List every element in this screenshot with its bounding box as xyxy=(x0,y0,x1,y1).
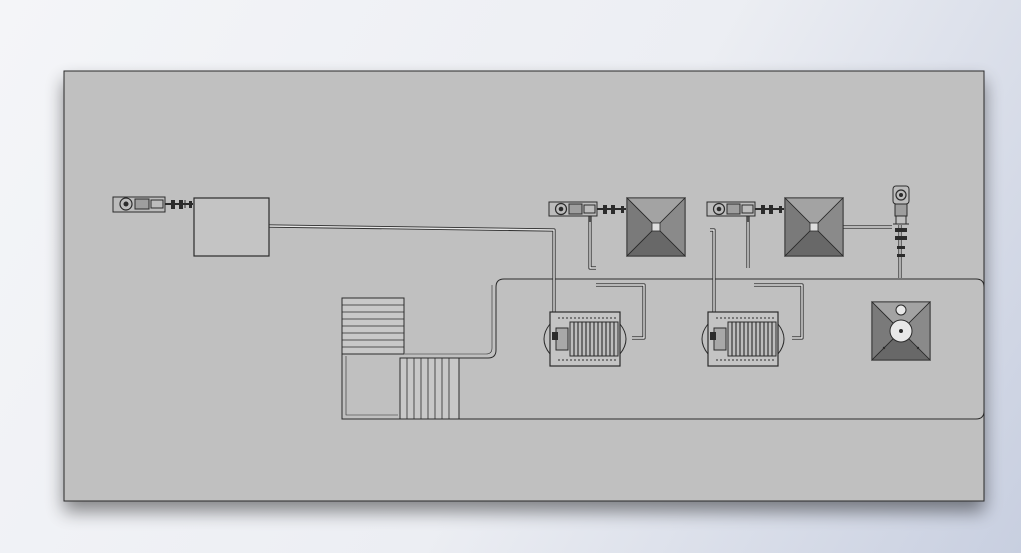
settling-cone xyxy=(871,301,931,361)
feed-pump-3 xyxy=(706,201,784,222)
feed-pump-1 xyxy=(112,196,193,213)
stairs-lower-treads xyxy=(406,358,450,419)
filter-press-1 xyxy=(543,311,627,367)
hopper-1 xyxy=(626,197,686,257)
drawing-sheet xyxy=(63,70,985,502)
mixing-tank xyxy=(193,197,270,257)
feed-pump-2 xyxy=(548,201,626,222)
stairs-upper-treads xyxy=(342,304,404,348)
platform xyxy=(405,278,985,420)
stairs-landing xyxy=(341,354,460,420)
vertical-pump xyxy=(892,185,910,257)
stairs-lower xyxy=(399,357,460,420)
filter-press-2 xyxy=(701,311,785,367)
hopper-2 xyxy=(784,197,844,257)
stairway xyxy=(341,297,460,420)
